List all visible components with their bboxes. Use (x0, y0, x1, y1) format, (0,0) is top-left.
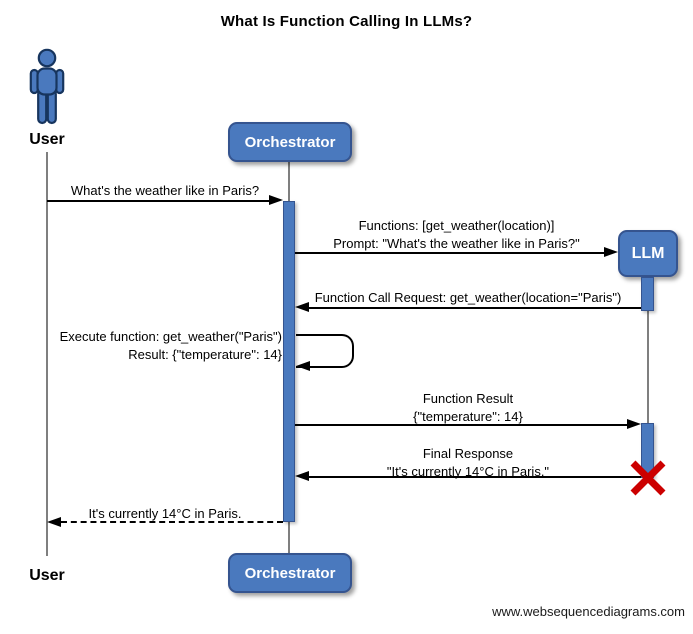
orchestrator-box-bottom: Orchestrator (228, 553, 352, 593)
user-lifeline (46, 152, 48, 556)
arrowhead-right-icon (627, 419, 641, 429)
message-label-6: Final Response "It's currently 14°C in P… (386, 446, 550, 479)
arrowhead-right-icon (269, 195, 283, 205)
llm-box: LLM (618, 230, 678, 277)
diagram-title: What Is Function Calling In LLMs? (220, 13, 473, 30)
message-label-1: What's the weather like in Paris? (70, 183, 260, 198)
message-label-3: Function Call Request: get_weather(locat… (314, 290, 622, 305)
llm-activation-bar-1 (641, 277, 654, 311)
orchestrator-box-top: Orchestrator (228, 122, 352, 162)
llm-box-label: LLM (631, 244, 665, 262)
arrowhead-left-icon (296, 361, 310, 371)
llm-lifeline (647, 277, 649, 477)
message-arrow-6 (309, 476, 641, 478)
message-arrow-5 (295, 424, 627, 426)
arrowhead-right-icon (604, 247, 618, 257)
user-label-bottom: User (29, 567, 65, 584)
message-arrow-2 (295, 252, 605, 254)
message-arrow-3 (309, 307, 641, 309)
message-label-5: Function Result {"temperature": 14} (413, 391, 523, 424)
arrowhead-left-icon (295, 471, 309, 481)
watermark-url: www.websequencediagrams.com (492, 604, 685, 619)
user-label-top: User (29, 131, 65, 148)
orchestrator-activation-bar (283, 201, 295, 522)
destroy-x-icon (629, 459, 667, 497)
arrowhead-left-icon (295, 302, 309, 312)
user-actor-figure (28, 48, 66, 126)
message-arrow-1 (47, 200, 269, 202)
self-message-loop (296, 334, 354, 368)
person-icon (28, 48, 66, 126)
message-label-4: Execute function: get_weather("Paris") R… (59, 329, 282, 362)
message-label-7: It's currently 14°C in Paris. (88, 506, 242, 521)
orchestrator-box-label: Orchestrator (244, 133, 336, 151)
orchestrator-box-label: Orchestrator (244, 564, 336, 582)
message-arrow-7 (61, 521, 283, 523)
arrowhead-left-icon (47, 517, 61, 527)
message-label-2: Functions: [get_weather(location)] Promp… (333, 218, 580, 251)
